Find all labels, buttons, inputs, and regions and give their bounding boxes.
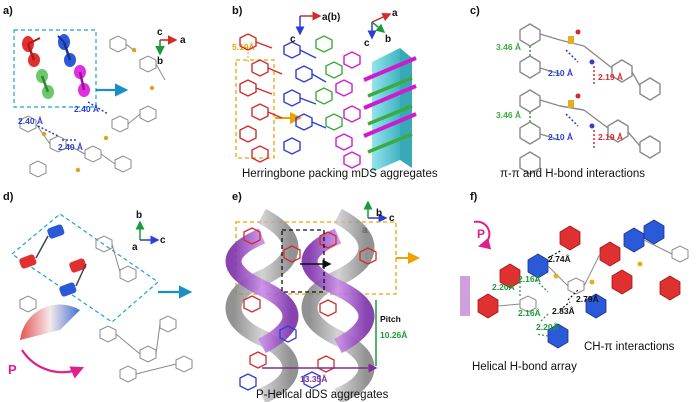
panel-f: f) P [460,191,689,373]
helical-hbond-array [477,219,689,349]
helix-ribbon-icon [460,276,470,316]
panel-c-caption: π-π and H-bond interactions [500,168,645,180]
ch-pi-caption: CH-π interactions [584,341,675,353]
panel-e: e) b c a [225,191,420,402]
panel-b-label: b) [232,5,243,17]
distance-label: 2.79Å [576,294,599,304]
chirality-label: P [477,227,485,241]
axis-c: c [160,235,166,246]
panel-e-caption: P-Helical dDS aggregates [256,389,389,401]
molecule-blue [57,34,76,67]
axis-triad-a: c a b [155,27,186,67]
panel-b-caption: Herringbone packing mDS aggregates [242,168,438,180]
distance-label: 2.40 Å [74,104,99,114]
axis-c: c [364,38,370,49]
herringbone-plane [363,48,417,172]
axis-a: a [392,8,398,19]
axis-ab: a(b) [322,12,340,23]
panel-d-label: d) [3,191,14,203]
molecule-red [22,36,41,67]
panel-d: d) b a c [3,191,193,383]
molecule-magenta [74,65,90,97]
axis-b: b [136,210,142,221]
herringbone-packing [239,33,361,169]
panel-f-label: f) [470,191,478,203]
stacked-molecules [519,23,661,175]
distance-label: 2.16Å [518,308,541,318]
panel-a-label: a) [3,5,13,17]
axis-arrow-icon [371,21,386,33]
helical-caption: Helical H-bond array [472,361,577,373]
distance-label: 2.20Å [536,322,559,332]
distance-label: 2.74Å [548,254,571,264]
axis-arrow-icon [371,12,392,23]
axis-a: a [180,35,186,46]
selection-box [235,59,275,159]
axis-b: b [385,34,391,45]
distance-label: 2.10 Å [548,132,573,142]
axis-b: b [157,56,163,67]
selection-box [11,213,159,323]
distance-label: 2.40 Å [18,116,43,126]
axis-a: a [132,242,138,253]
axis-c: c [389,213,395,224]
panel-c-label: c) [470,5,480,17]
pitch-value: 10.26Å [380,330,407,340]
panel-b: b) a(b) c a c b 5.19Å [232,5,438,180]
width-value: 13.35Å [300,374,327,384]
selection-box [13,29,97,108]
distance-label: 2.40 Å [58,142,83,152]
molecule-green [36,69,54,99]
rotation-arrow-icon [473,220,492,250]
rotation-arrow-icon [21,349,85,379]
panel-a: a) [3,5,186,178]
distance-label: 2.19 Å [598,132,623,142]
sulfonyl-groups [568,29,595,129]
distance-label: 2.83Å [552,306,575,316]
chirality-label: P [8,362,17,377]
pitch-label: Pitch [380,314,401,324]
distance-label: 3.46 Å [496,110,521,120]
panel-c: c) 3.46 Å 3.46 Å [470,5,661,180]
sulfur-atoms [41,47,155,173]
distance-label: 2.10 Å [548,68,573,78]
distance-label: 2.19 Å [598,72,623,82]
gray-molecules [19,235,193,383]
distance-label: 3.46 Å [496,42,521,52]
axis-b: b [376,208,382,219]
axis-c: c [290,34,296,45]
gray-molecules [19,35,166,178]
molecule-pairs [19,224,87,297]
axis-c: c [157,27,163,38]
distance-label: 2.16Å [518,274,541,284]
panel-e-label: e) [232,191,242,203]
rotation-fan [20,304,80,340]
distance-label: 2.20Å [492,282,515,292]
